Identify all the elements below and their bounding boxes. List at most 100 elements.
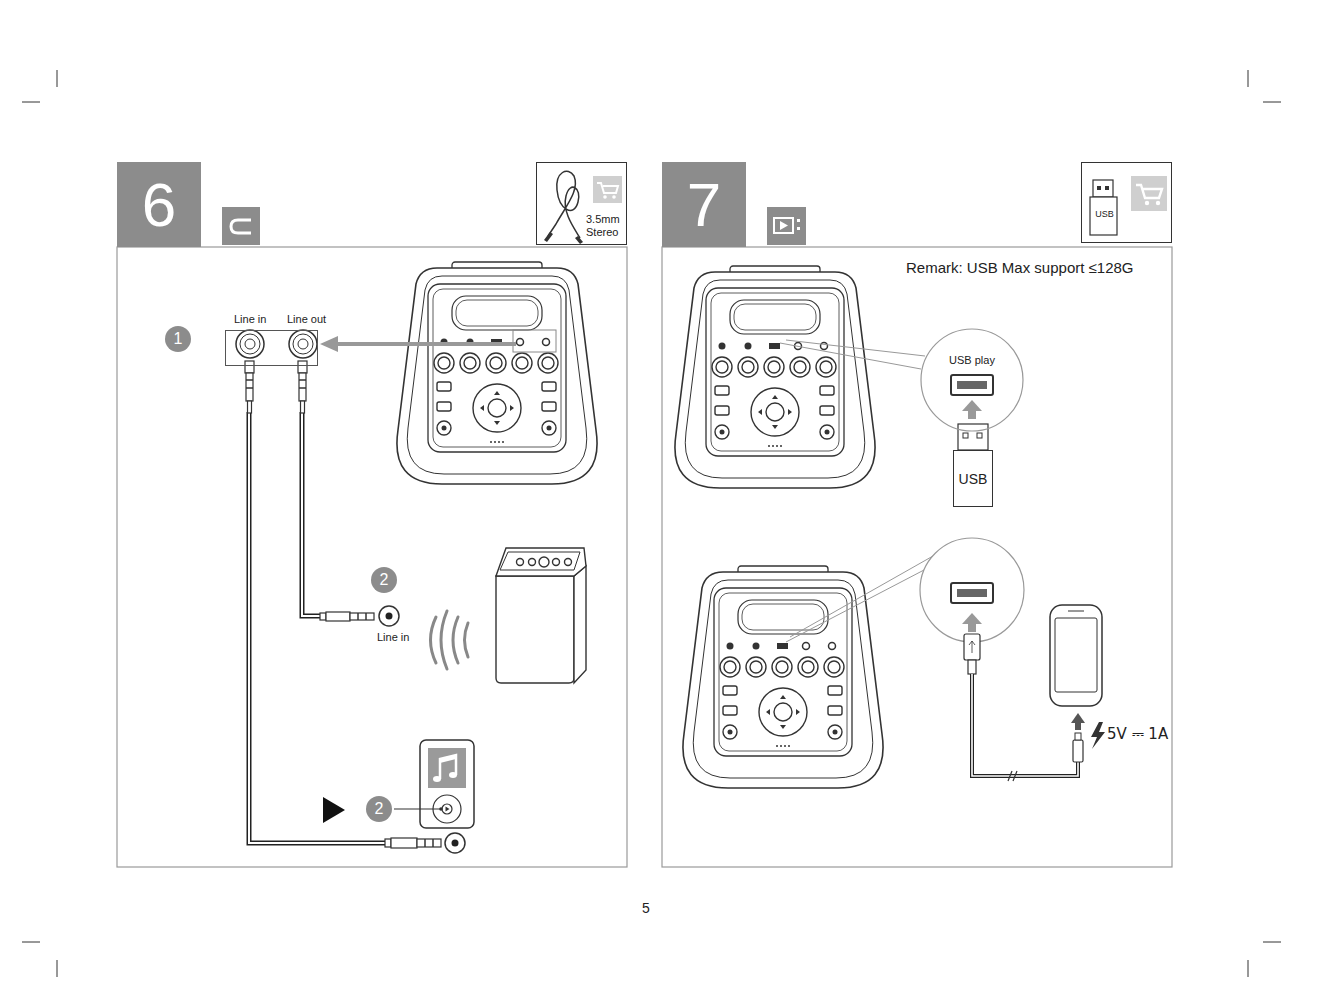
- sound-waves: [465, 623, 469, 657]
- mode-icons: [797, 227, 800, 230]
- accessory-usb: [1145, 201, 1149, 205]
- audio-cables: [301, 401, 305, 413]
- audio-cables: [302, 412, 321, 616]
- music-player: [439, 807, 443, 811]
- small-speaker: [496, 548, 586, 683]
- small-speaker: [496, 576, 574, 683]
- usb-detail-bottom: [1073, 740, 1083, 762]
- panel-frames: [662, 247, 1172, 867]
- audio-cables: [445, 833, 465, 853]
- jacks: [289, 330, 317, 358]
- crop-marks: [1248, 70, 1249, 87]
- usb-detail-top: [968, 411, 976, 419]
- crop-marks: [57, 70, 58, 87]
- magnifier-circle: USB play: [920, 328, 1024, 432]
- accessory-cable: [597, 183, 618, 193]
- step-text: 1: [174, 331, 183, 347]
- audio-cables: [299, 379, 306, 381]
- line-out-arrow: [320, 330, 556, 352]
- sound-waves: [441, 611, 447, 669]
- jacks: [236, 330, 264, 358]
- illustration: [683, 566, 883, 788]
- mode-icons: [797, 219, 800, 222]
- usb-stick: USB: [953, 450, 993, 507]
- usb-detail-top: [977, 433, 982, 438]
- usb-detail-bottom: [1071, 713, 1085, 723]
- jack-panel: Line inLine out: [225, 330, 318, 366]
- power-rating: 5V ⎓ 1A: [1107, 725, 1168, 743]
- line-out-arrow: [334, 342, 516, 346]
- accessory-usb: [1156, 201, 1160, 205]
- audio-cables: [391, 838, 417, 848]
- small-speaker: [496, 548, 586, 576]
- callout-circle: [371, 567, 397, 593]
- music-player: [323, 797, 345, 823]
- crop-marks: [1263, 102, 1281, 103]
- usb-detail-bottom: [964, 634, 980, 660]
- jacks: [236, 330, 317, 358]
- small-speaker: [565, 559, 572, 566]
- usb-detail-top: [951, 375, 993, 395]
- usb-detail-top: [962, 400, 982, 411]
- part-text: 3.5mm Stereo: [586, 213, 630, 238]
- accessory-box: 3.5mm Stereo: [536, 162, 627, 245]
- illustration: [675, 266, 875, 488]
- part-text: Line in: [234, 313, 266, 326]
- step-text: 2: [375, 801, 384, 817]
- usb-detail-top: [786, 340, 925, 356]
- small-speaker: [500, 552, 580, 570]
- sound-waves: [431, 611, 469, 669]
- audio-cables: [246, 373, 253, 401]
- usb-detail-bottom: [790, 556, 933, 637]
- step-text: 7: [687, 174, 721, 236]
- accessory-usb: [1097, 186, 1101, 190]
- music-player: [440, 755, 456, 763]
- accessory-usb: [1093, 180, 1113, 197]
- music-player: [446, 807, 450, 812]
- audio-cables: [246, 387, 253, 389]
- audio-cables: [424, 839, 426, 847]
- jacks: [298, 339, 308, 349]
- small-speaker: [529, 559, 536, 566]
- jacks: [240, 334, 260, 354]
- part-text: USB: [1091, 209, 1118, 219]
- audio-cables: [452, 840, 459, 847]
- panel-frames: [117, 247, 1172, 867]
- usb-detail-top: [958, 424, 988, 450]
- usb-detail-bottom: [1008, 771, 1017, 781]
- music-player: [428, 748, 466, 788]
- accessory-usb: [1131, 176, 1167, 211]
- audio-cables: [386, 613, 393, 620]
- music-player: [442, 804, 452, 814]
- music-player: [420, 740, 474, 828]
- callout-number: 2: [365, 795, 393, 823]
- audio-cables: [248, 401, 252, 413]
- music-player: [323, 740, 474, 828]
- accessory-cable: [603, 195, 607, 199]
- accessory-box: USB: [1081, 162, 1172, 243]
- line-out-arrow: [320, 336, 338, 352]
- usb-detail-bottom: [1050, 605, 1102, 706]
- accessory-usb: [1136, 185, 1162, 198]
- illustration: [397, 262, 597, 484]
- mode-icons: [767, 207, 806, 245]
- part-text: Line out: [287, 313, 326, 326]
- callout-number: 2: [370, 566, 398, 594]
- jacks: [293, 334, 313, 354]
- usb-detail-bottom: [1075, 723, 1081, 730]
- music-player: [433, 776, 441, 782]
- magnifier-outline: [921, 329, 1023, 431]
- mode-icons: [222, 207, 260, 245]
- crop-marks: [57, 960, 58, 977]
- jack-label: Line in: [377, 631, 409, 643]
- usb-detail-bottom: [1068, 611, 1084, 612]
- step-number: 7: [662, 162, 746, 247]
- audio-cables: [432, 839, 434, 847]
- accessory-cable: [593, 176, 622, 203]
- usb-detail-bottom: [969, 641, 975, 653]
- music-player: [449, 772, 457, 778]
- audio-cables: [417, 839, 441, 847]
- callout-number: 1: [164, 325, 192, 353]
